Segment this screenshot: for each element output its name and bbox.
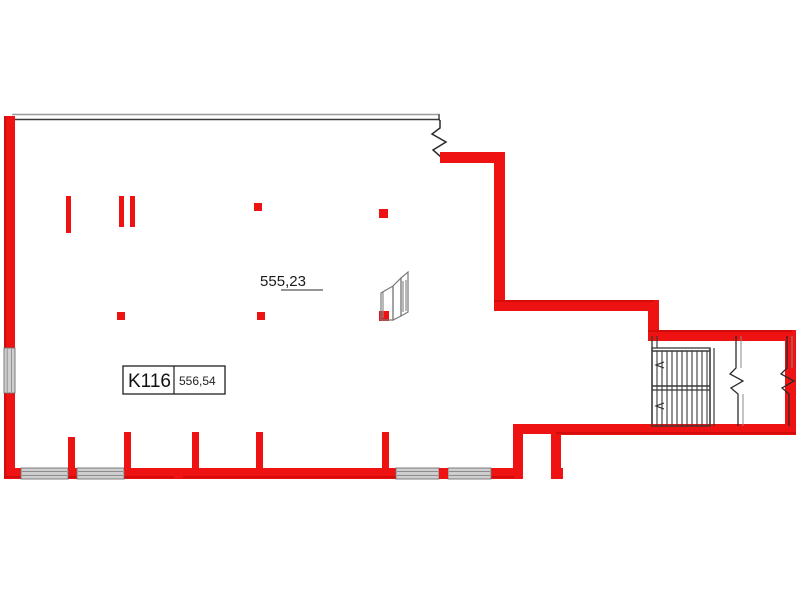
window-bottom-2 (76, 467, 125, 480)
column-square-4 (257, 312, 265, 320)
window-bottom-3 (395, 467, 440, 480)
bottom-wall-pilasters (68, 432, 448, 479)
column-bar-2 (119, 196, 124, 227)
break-line-right-b-icon (779, 336, 796, 426)
column-square-3 (117, 312, 125, 320)
column-square-2 (379, 209, 388, 218)
stair-direction-arrow-lower (654, 402, 665, 410)
interior-columns (66, 196, 389, 321)
staircase (651, 336, 715, 427)
stair-direction-arrow-upper (654, 361, 665, 369)
glass-partition-symbol (380, 270, 409, 321)
column-bar-3 (130, 196, 135, 227)
break-line-right-a-icon (728, 336, 745, 426)
window-segments (3, 347, 492, 480)
column-square-5 (379, 311, 389, 321)
window-bottom-1 (20, 467, 69, 480)
room-code: K116 (128, 371, 171, 392)
open-area-value: 555,23 (260, 273, 306, 290)
room-area: 556,54 (179, 374, 216, 388)
wall-edge-shading (4, 116, 796, 479)
window-bottom-4 (447, 467, 492, 480)
top-thin-wall (12, 113, 440, 121)
column-square-1 (254, 203, 262, 211)
window-left-wall (3, 347, 16, 394)
room-label-box: K116 556,54 (122, 365, 226, 395)
column-bar-1 (66, 196, 71, 233)
open-area-label: 555,23 (260, 273, 323, 291)
red-wall-outline (4, 116, 796, 479)
